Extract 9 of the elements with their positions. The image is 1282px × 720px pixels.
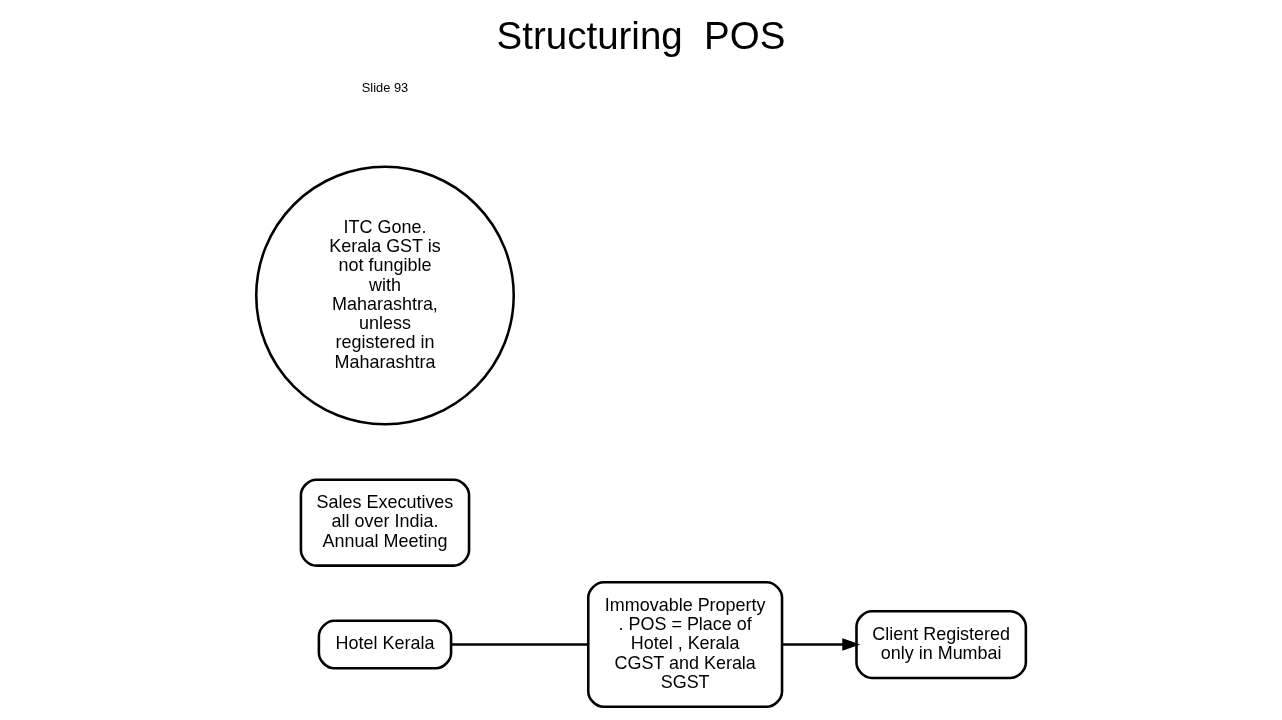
node-box: Hotel Kerala xyxy=(317,619,453,670)
node-box: Immovable Property . POS = Place of Hotel , Kerala CGST and Kerala SGST xyxy=(587,581,784,709)
diagram-title: Structuring POS xyxy=(496,14,786,58)
node-box: Sales Executives all over India. Annual Meeting xyxy=(299,478,471,567)
connector xyxy=(451,643,588,646)
arrow xyxy=(782,638,861,651)
node-box: Client Registered only in Mumbai xyxy=(855,609,1028,680)
label: Slide 93 xyxy=(361,80,409,96)
node-circle: ITC Gone. Kerala GST is not fungible with Maharashtra, unless registered in Maharashtra xyxy=(254,165,515,426)
